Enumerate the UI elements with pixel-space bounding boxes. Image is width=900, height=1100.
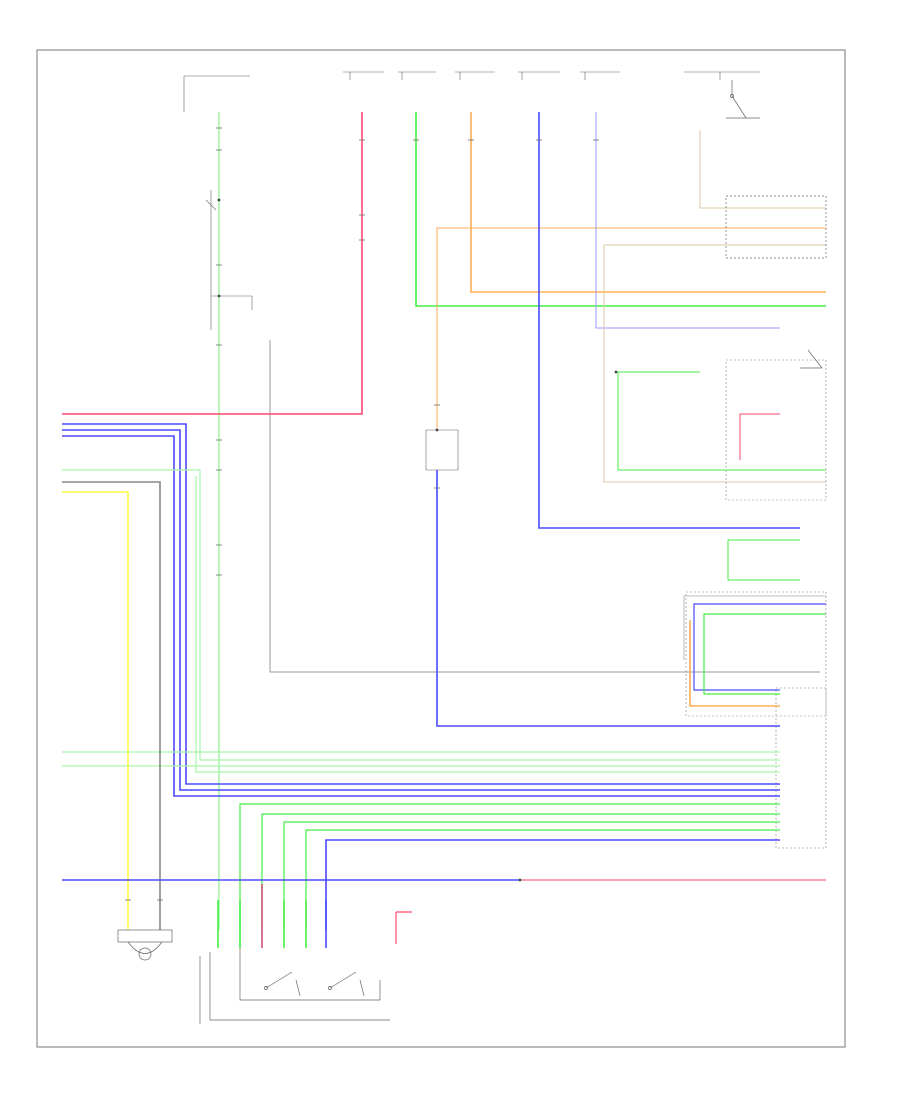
wire-red-top: [62, 112, 363, 415]
wire-yellow-drop: [62, 491, 129, 930]
wire-tan-switch: [699, 130, 826, 209]
junction-dots: [217, 198, 618, 882]
wire-blue-top: [538, 112, 800, 529]
wire-orange-right-mid: [689, 620, 780, 707]
switch-top-right: [725, 80, 827, 369]
wire-green-loop-1: [617, 371, 826, 471]
wire-gray-drop: [62, 481, 161, 930]
wire-red-aux: [395, 911, 412, 944]
wire-green-top: [415, 112, 826, 307]
wire-blue-lower: [325, 839, 780, 930]
wire-red-loop: [739, 413, 780, 460]
connector-boxes-right: [685, 359, 827, 849]
left-bus-green: [62, 469, 780, 773]
wire-orange-top: [470, 112, 826, 293]
bottom-switches: [199, 948, 390, 1024]
wire-blue-right-mid: [693, 603, 826, 691]
wire-green-loop-2: [727, 539, 800, 581]
lower-green-buses: [239, 803, 780, 930]
wire-orange-tan: [436, 227, 826, 430]
top-fuse-group: [183, 71, 760, 471]
bottom-stubs: [217, 884, 327, 948]
diagram-border: [36, 49, 846, 1048]
wire-green-right-mid: [703, 613, 826, 695]
sensor-bottom-left: [117, 929, 173, 961]
left-bus-blue: [62, 423, 780, 797]
wire-blue-module: [436, 470, 780, 727]
wire-gray-secondary: [269, 340, 820, 673]
wire-tan-upper: [603, 244, 826, 483]
connector-ticks: [125, 127, 599, 901]
wire-gray-right-mid: [683, 595, 826, 660]
wire-sky-top: [595, 112, 780, 329]
